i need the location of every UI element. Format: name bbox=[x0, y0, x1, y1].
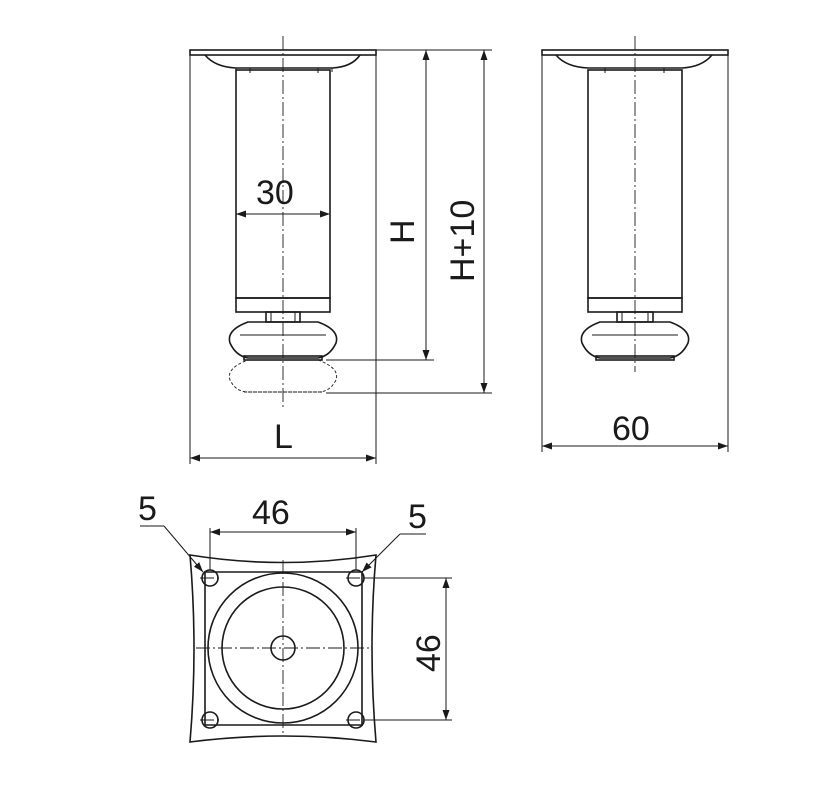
label-hole-left: 5 bbox=[138, 490, 157, 528]
dim-tube-diameter: 30 bbox=[236, 174, 330, 218]
label-hole-spacing-vertical: 46 bbox=[410, 634, 448, 672]
top-plate-outline bbox=[189, 554, 377, 743]
label-hole-right: 5 bbox=[408, 498, 427, 536]
dim-height-plus: H+10 bbox=[326, 50, 492, 394]
front-view bbox=[189, 36, 377, 408]
dim-length: L bbox=[189, 55, 377, 464]
label-tube-diameter: 30 bbox=[256, 174, 294, 212]
front-foot bbox=[228, 321, 338, 359]
dim-hole-spacing-horizontal: 46 bbox=[209, 494, 357, 570]
front-plate-bevel bbox=[204, 54, 361, 69]
dim-height: H bbox=[326, 49, 492, 361]
side-view bbox=[541, 36, 729, 372]
dim-hole-left: 5 bbox=[138, 490, 204, 573]
top-view bbox=[189, 554, 377, 743]
dim-hole-spacing-vertical: 46 bbox=[364, 577, 452, 721]
label-height-plus: H+10 bbox=[444, 200, 482, 282]
dim-hole-right: 5 bbox=[361, 498, 427, 573]
label-height: H bbox=[384, 219, 422, 244]
label-hole-spacing-horizontal: 46 bbox=[252, 494, 290, 532]
side-foot bbox=[580, 321, 690, 359]
front-foot-extended bbox=[228, 359, 338, 393]
dim-plate-width: 60 bbox=[541, 55, 729, 452]
side-plate-bevel bbox=[555, 54, 713, 69]
label-plate-width: 60 bbox=[612, 410, 650, 448]
label-length: L bbox=[274, 418, 293, 456]
top-plate-inner-square bbox=[204, 571, 363, 726]
